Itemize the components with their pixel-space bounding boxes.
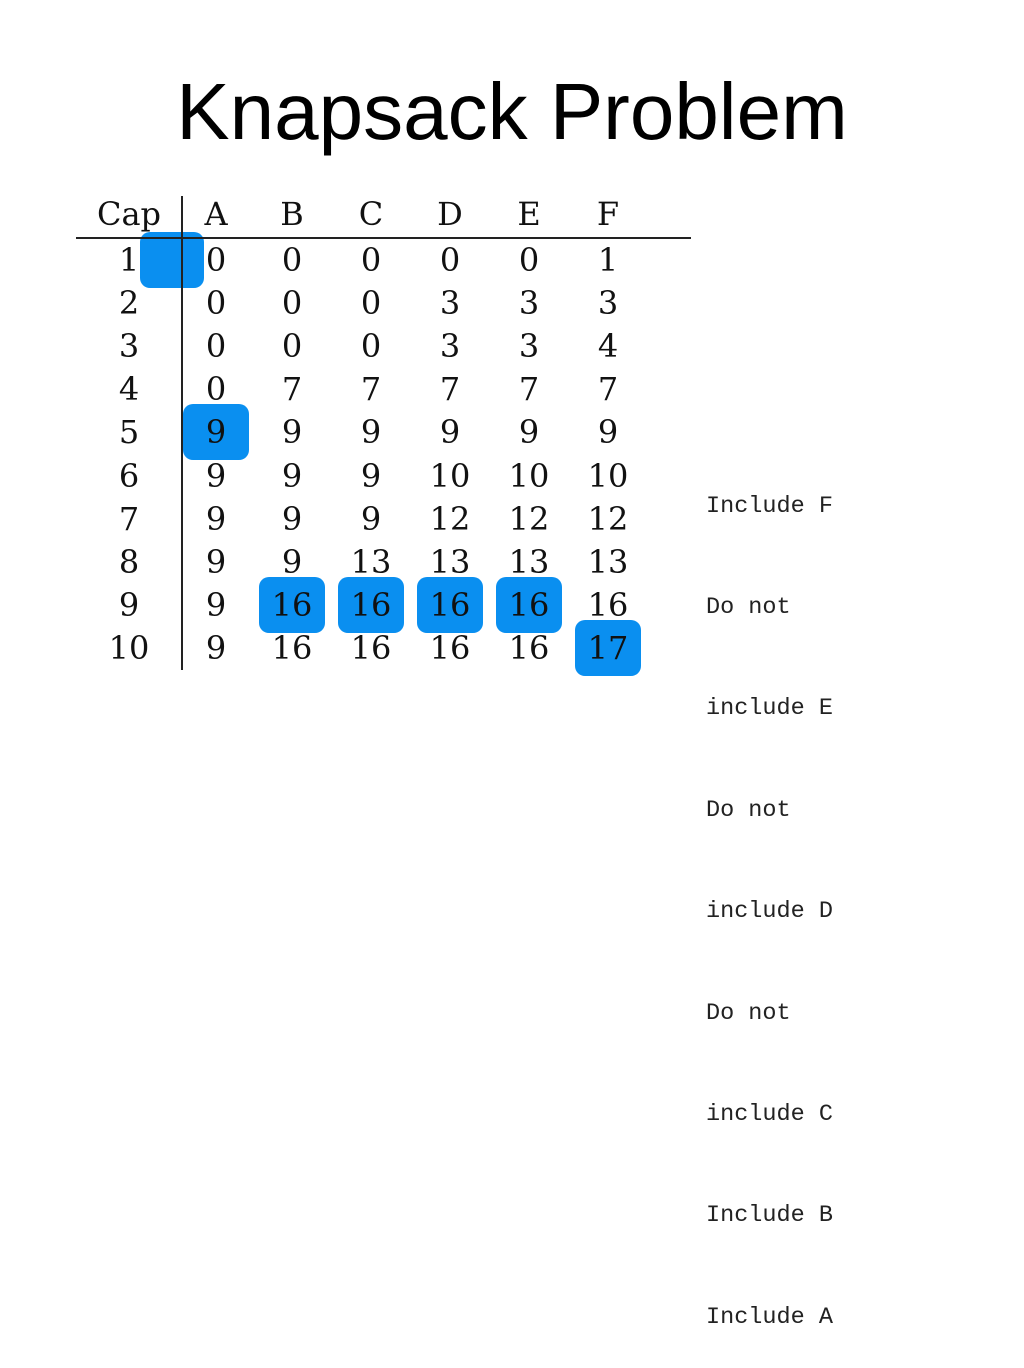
capacity-cell: 7 [118, 499, 140, 538]
value-cell: 9 [281, 456, 303, 495]
note-line: Include A [706, 1303, 833, 1331]
value-cell: 9 [281, 542, 303, 581]
note-line: Include B [706, 1202, 833, 1230]
value-cell: 16 [587, 585, 629, 624]
value-cell: 7 [439, 370, 461, 409]
value-cell: 9 [439, 413, 461, 452]
capacity-cell: 1 [118, 241, 140, 279]
value-cell: 9 [205, 456, 227, 495]
value-cell: 0 [205, 284, 227, 323]
header-item-e: E [517, 195, 541, 233]
value-cell: 9 [205, 499, 227, 538]
value-cell: 9 [360, 456, 382, 495]
value-cell: 9 [518, 413, 540, 452]
header-cap: Cap [96, 195, 162, 233]
value-cell: 12 [587, 499, 629, 538]
value-cell: 7 [597, 370, 619, 409]
note-line: Do not [706, 796, 791, 824]
capacity-cell: 2 [118, 284, 140, 323]
slide-title: Knapsack Problem [176, 67, 848, 156]
value-cell: 4 [597, 327, 619, 366]
capacity-cell: 10 [108, 628, 150, 667]
note-line: Do not [706, 999, 791, 1027]
table-horizontal-rule [76, 237, 691, 239]
value-cell: 1 [597, 241, 619, 279]
value-cell: 3 [518, 284, 540, 323]
value-cell: 9 [205, 413, 227, 452]
highlight-box [183, 404, 249, 461]
value-cell: 0 [518, 241, 540, 279]
value-cell: 17 [587, 628, 629, 667]
value-cell: 3 [597, 284, 619, 323]
value-cell: 12 [429, 499, 471, 538]
value-cell: 9 [205, 585, 227, 624]
header-item-d: D [437, 195, 463, 233]
value-cell: 13 [350, 542, 392, 581]
note-line: Do not [706, 593, 791, 621]
value-cell: 0 [360, 241, 382, 279]
capacity-cell: 9 [118, 585, 140, 624]
value-cell: 13 [429, 542, 471, 581]
note-line: include E [706, 695, 833, 723]
value-cell: 9 [281, 499, 303, 538]
value-cell: 16 [508, 585, 550, 624]
highlight-box [496, 576, 562, 633]
value-cell: 0 [360, 327, 382, 366]
value-cell: 16 [350, 628, 392, 667]
value-cell: 0 [439, 241, 461, 279]
value-cell: 9 [360, 499, 382, 538]
value-cell: 9 [597, 413, 619, 452]
value-cell: 7 [360, 370, 382, 409]
value-cell: 10 [508, 456, 550, 495]
value-cell: 13 [587, 542, 629, 581]
highlight-box [417, 576, 483, 633]
value-cell: 13 [508, 542, 550, 581]
value-cell: 16 [429, 585, 471, 624]
capacity-cell: 5 [118, 413, 140, 452]
value-cell: 3 [518, 327, 540, 366]
value-cell: 16 [508, 628, 550, 667]
value-cell: 16 [271, 585, 313, 624]
value-cell: 10 [429, 456, 471, 495]
header-item-b: B [280, 195, 304, 233]
value-cell: 0 [281, 327, 303, 366]
value-cell: 10 [587, 456, 629, 495]
capacity-cell: 8 [118, 542, 140, 581]
value-cell: 0 [205, 241, 227, 279]
decision-notes: Include F Do not include E Do not includ… [706, 422, 833, 1368]
highlight-box [259, 576, 325, 633]
note-line: include D [706, 898, 833, 926]
value-cell: 9 [360, 413, 382, 452]
capacity-cell: 3 [118, 327, 140, 366]
value-cell: 16 [350, 585, 392, 624]
value-cell: 0 [205, 370, 227, 409]
value-cell: 0 [281, 284, 303, 323]
value-cell: 3 [439, 327, 461, 366]
highlight-box [140, 232, 204, 288]
header-item-f: F [596, 195, 620, 233]
note-line: Include F [706, 492, 833, 520]
highlight-box [338, 576, 404, 633]
value-cell: 9 [281, 413, 303, 452]
value-cell: 7 [518, 370, 540, 409]
value-cell: 9 [205, 628, 227, 667]
capacity-cell: 4 [118, 370, 140, 409]
note-line: include C [706, 1100, 833, 1128]
header-item-a: A [204, 195, 228, 233]
value-cell: 9 [205, 542, 227, 581]
value-cell: 7 [281, 370, 303, 409]
value-cell: 0 [281, 241, 303, 279]
value-cell: 0 [360, 284, 382, 323]
table-vertical-rule [181, 196, 183, 670]
capacity-cell: 6 [118, 456, 140, 495]
value-cell: 16 [429, 628, 471, 667]
value-cell: 0 [205, 327, 227, 366]
header-item-c: C [358, 195, 384, 233]
value-cell: 12 [508, 499, 550, 538]
value-cell: 3 [439, 284, 461, 323]
highlight-box [575, 619, 641, 676]
value-cell: 16 [271, 628, 313, 667]
